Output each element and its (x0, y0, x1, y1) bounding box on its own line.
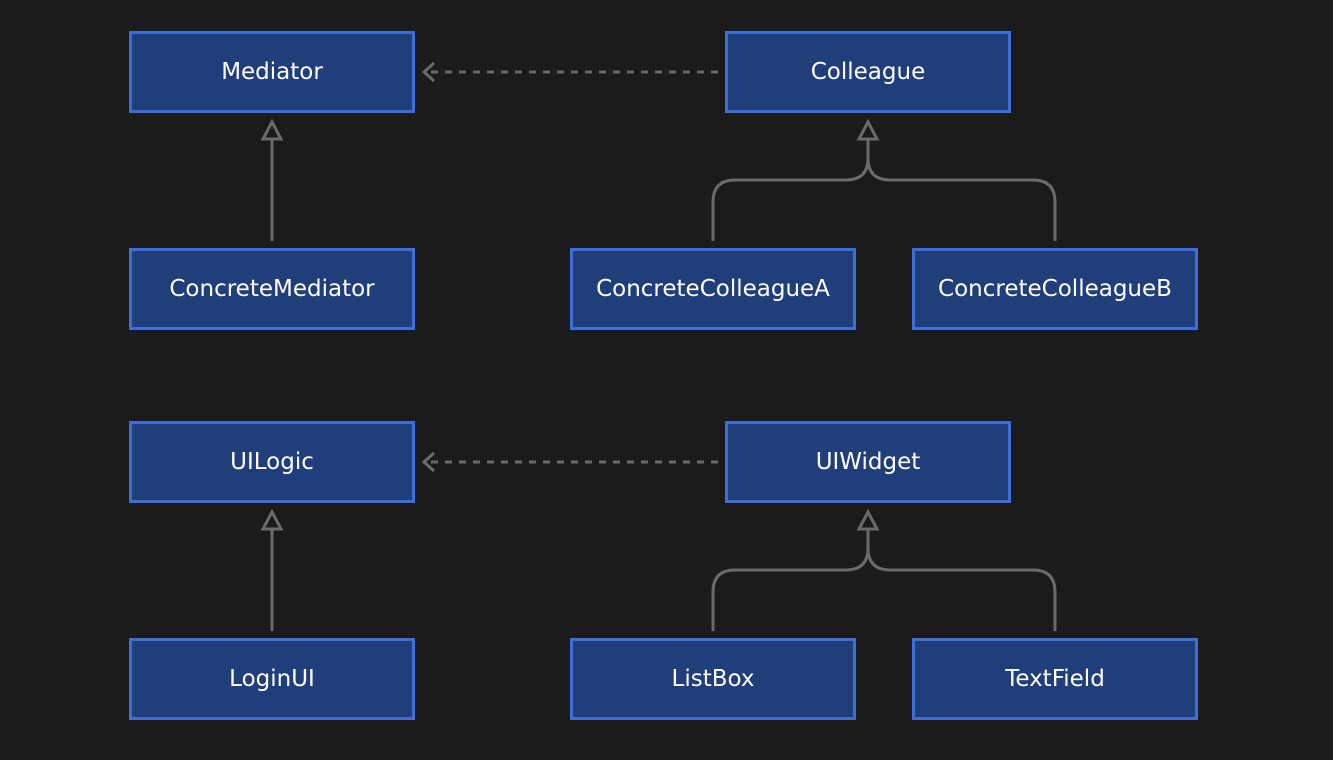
node-listbox: ListBox (570, 638, 856, 720)
dependency-arrowhead-mediator (421, 61, 436, 83)
inheritance-arrowhead-mediator (260, 118, 284, 141)
dependency-arrowhead-uilogic (421, 451, 436, 473)
node-mediator: Mediator (129, 31, 415, 113)
inheritance-edge-concretecolleaguea-to-colleague (711, 139, 870, 241)
node-textfield: TextField (912, 638, 1198, 720)
node-loginui: LoginUI (129, 638, 415, 720)
inheritance-arrowhead-uilogic (260, 508, 284, 531)
node-uilogic: UILogic (129, 421, 415, 503)
node-colleague: Colleague (725, 31, 1011, 113)
node-concrete-mediator: ConcreteMediator (129, 248, 415, 330)
inheritance-edge-textfield-to-uiwidget (866, 529, 1057, 631)
node-concrete-colleague-b: ConcreteColleagueB (912, 248, 1198, 330)
inheritance-arrowhead-colleague (856, 118, 880, 141)
node-uiwidget: UIWidget (725, 421, 1011, 503)
node-concrete-colleague-a: ConcreteColleagueA (570, 248, 856, 330)
inheritance-arrowhead-uiwidget (856, 508, 880, 531)
inheritance-edge-concretecolleagueb-to-colleague (866, 139, 1057, 241)
inheritance-edge-listbox-to-uiwidget (711, 529, 870, 631)
